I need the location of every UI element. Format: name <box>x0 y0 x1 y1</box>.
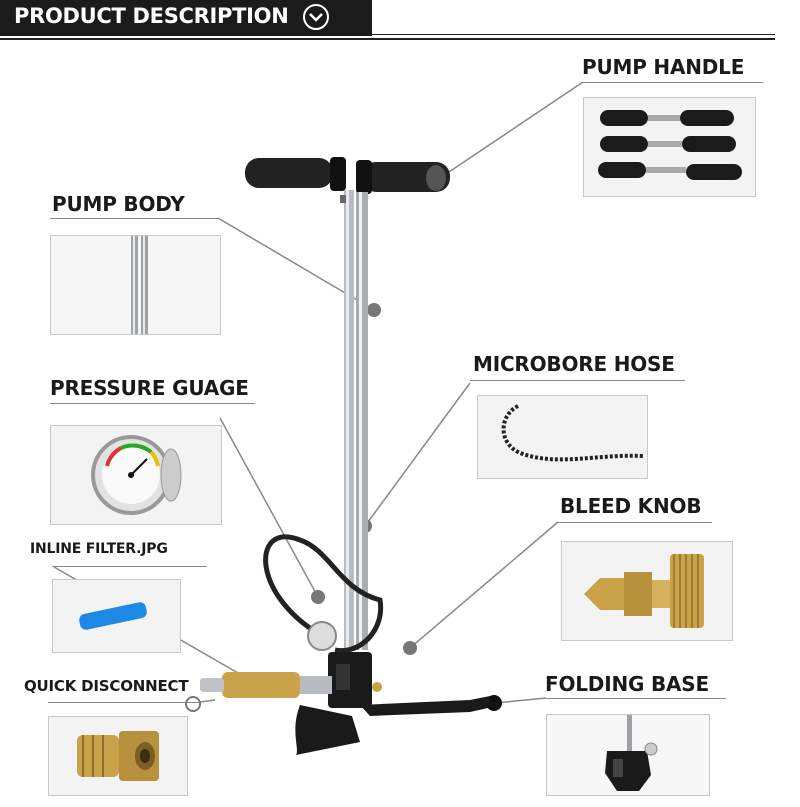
header-rule <box>0 38 775 40</box>
pump-body-shape <box>340 190 368 650</box>
label-underline <box>50 218 220 219</box>
photo-quick-disconnect <box>48 716 188 796</box>
label-folding-base: FOLDING BASE <box>545 672 709 696</box>
label-inline-filter: INLINE FILTER.JPG <box>30 541 168 557</box>
label-underline <box>583 82 763 83</box>
label-underline <box>50 403 255 404</box>
hose-shape <box>263 534 384 654</box>
label-bleed-knob: BLEED KNOB <box>560 494 702 518</box>
label-underline <box>52 566 207 567</box>
banner-title: PRODUCT DESCRIPTION <box>14 4 289 28</box>
photo-inline-filter <box>52 579 181 653</box>
photo-bleed-knob <box>561 541 733 641</box>
chevron-down-icon <box>303 4 329 30</box>
pump-handle-shape <box>245 157 450 194</box>
label-underline <box>557 522 712 523</box>
photo-pump-handle <box>583 97 756 197</box>
label-underline <box>48 702 200 703</box>
label-quick-disconnect: QUICK DISCONNECT <box>24 677 189 695</box>
banner-corner <box>340 0 372 36</box>
photo-pressure-gauge <box>50 425 222 525</box>
photo-folding-base <box>546 714 710 796</box>
label-microbore-hose: MICROBORE HOSE <box>473 352 675 376</box>
label-pressure-gauge: PRESSURE GUAGE <box>50 376 249 400</box>
label-underline <box>470 380 685 381</box>
header-rule-thin <box>372 34 775 35</box>
label-underline <box>546 698 726 699</box>
photo-microbore-hose <box>477 395 648 479</box>
label-pump-handle: PUMP HANDLE <box>582 55 745 79</box>
label-pump-body: PUMP BODY <box>52 192 185 216</box>
photo-pump-body <box>50 235 221 335</box>
